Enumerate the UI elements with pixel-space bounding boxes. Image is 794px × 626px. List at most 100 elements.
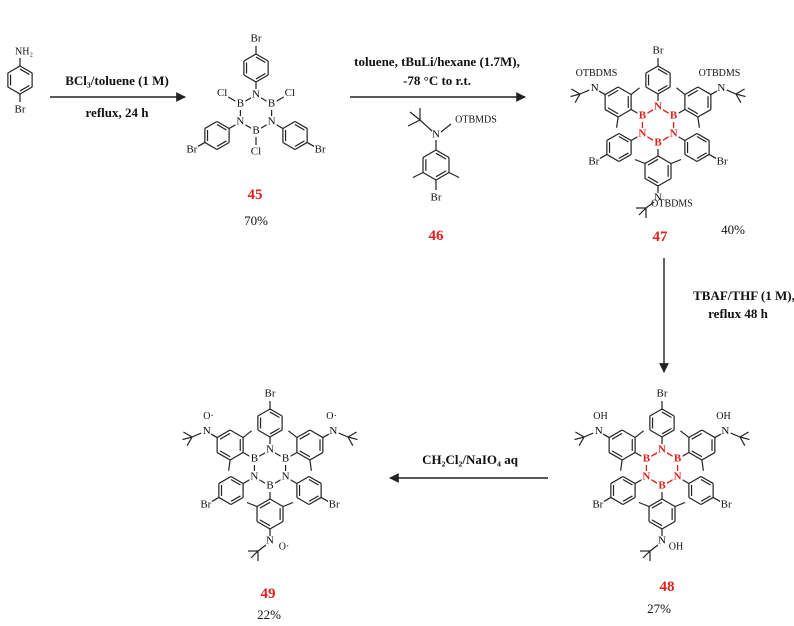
c45-core-boron-atom: B [252, 125, 259, 137]
step1-condition-1: BCl₃/toluene (1 M) [65, 73, 169, 88]
bromoaniline-nh2-label: NH₂ [15, 46, 33, 57]
c49-aryl-0-ring-bond [309, 429, 324, 439]
c48-bromophenyl-1-ring-bond [688, 475, 702, 485]
c47-bromophenyl-1-br-bond [708, 153, 717, 159]
c47-aryl-2-tbu-bond [579, 89, 590, 95]
c47-aryl-2-ring-bond [617, 86, 632, 96]
c49-bromophenyl-1-ring-bond [308, 496, 322, 505]
step2-condition-1: toluene, tBuLi/hexane (1.7M), [354, 54, 520, 69]
c47-bromophenyl-2-ring-bond [618, 132, 632, 142]
c47-aryl-1-o-substituent: OTBDMS [651, 198, 693, 209]
c49-bromophenyl-2-ring-double-bond [230, 495, 241, 502]
c47-aryl-0-ring-bond [697, 86, 712, 96]
c46-br-label: Br [431, 192, 442, 204]
c47-bromophenyl-0-br-label: Br [653, 45, 664, 57]
c47-bromophenyl-2-link [630, 135, 639, 142]
c45-core-atom-bg [251, 89, 261, 101]
c49-aryl-0-amine-n: N [329, 425, 337, 437]
c48-aryl-1-o-substituent: OH [669, 541, 683, 552]
c48-bromophenyl-1-ring-bond [700, 475, 714, 484]
c45-cl-label: Cl [285, 87, 295, 99]
c46-tbu-me [407, 119, 421, 127]
c45-bromophenyl-1-ring-double-bond [294, 140, 305, 147]
c48-bromophenyl-1-br-label: Br [721, 498, 732, 510]
c48-aryl-1-tbu-bond [649, 544, 659, 552]
c48-core-nitrogen-atom: N [674, 471, 682, 483]
c49-bromophenyl-1-ring-bond [296, 496, 310, 505]
c49-bromophenyl-2-ring-bond [218, 496, 232, 505]
c48-aryl-1-ring-bond [661, 498, 676, 508]
c48-aryl-2-n-bond [602, 433, 610, 439]
c49-aryl-2-ring-bond [216, 452, 231, 461]
c49-aryl-0-ring-bond [296, 451, 311, 461]
c48-core-atom-bg [641, 471, 652, 483]
c47-bromophenyl-2-br-bond [599, 153, 608, 159]
c48-aryl-1-tbu-me [642, 550, 651, 559]
c48-aryl-1-ring-double-bond [651, 501, 663, 509]
c49-aryl-1-ring-bond [256, 498, 271, 508]
c48-bromophenyl-0-ring-double-bond [661, 411, 672, 419]
c48-bromophenyl-1-ring-double-bond [700, 479, 711, 486]
c48-aryl-0-ring-bond [701, 452, 716, 461]
c47-bromophenyl-1-ring-bond [696, 153, 710, 162]
c46-n-label: N [432, 129, 440, 141]
compound-yield-45: 70% [244, 213, 268, 228]
c49-aryl-2-o-substituent: O· [203, 411, 214, 422]
c47-core-atom-bg [637, 128, 648, 140]
c49-core-atom-bg [249, 471, 260, 483]
c48-aryl-0-link [681, 451, 690, 458]
c48-bromophenyl-2-link [634, 478, 643, 485]
c48-aryl-0-ring-double-bond [691, 450, 703, 458]
c46-tbu-bond [419, 119, 433, 132]
compound-yield-49: 22% [257, 607, 281, 622]
c49-aryl-0-n-bond [322, 433, 330, 439]
c47-core-atom-bg [653, 137, 663, 149]
c49-bromophenyl-2-ring-double-bond [230, 479, 241, 486]
c47-aryl-0-tbu-me [735, 93, 746, 98]
c49-aryl-2-amine-n: N [203, 425, 211, 437]
c49-bromophenyl-2-ring-bond [230, 475, 244, 485]
c48-aryl-2-link [634, 451, 643, 458]
c45-core-nitrogen-atom: N [236, 116, 244, 128]
bromoaniline-ring-bond [7, 65, 21, 74]
c48-aryl-0-ring-double-bond [691, 432, 703, 440]
bromoaniline-ring-bond [7, 86, 21, 95]
c47-aryl-2-methyl [616, 117, 619, 128]
c49-aryl-1-ring-bond [269, 520, 284, 530]
c48-aryl-1-ring-bond [648, 498, 663, 508]
c48-core-nitrogen-atom: N [642, 471, 650, 483]
c47-core-atom-bg [668, 128, 679, 140]
c49-aryl-2-tbu-me [182, 436, 193, 441]
c47-bromophenyl-2-ring-double-bond [618, 136, 629, 143]
c47-bromophenyl-2-br-label: Br [588, 155, 599, 167]
bromoaniline-ring-double-bond [19, 68, 30, 76]
c45-bromophenyl-0-ring-bond [255, 53, 269, 62]
c49-aryl-0-tbu-me [347, 436, 354, 446]
c49-aryl-2-methyl [242, 430, 252, 438]
c48-aryl-2-tbu-me [575, 431, 585, 438]
c49-aryl-2-link [242, 451, 251, 458]
c47-bromophenyl-1-ring-bond [684, 153, 698, 162]
c47-aryl-0-ring-double-bond [687, 107, 699, 115]
c45-cl-label: Cl [217, 87, 227, 99]
c47-aryl-0-tbu-me [735, 93, 742, 103]
c45-bromophenyl-0-br-label: Br [251, 33, 262, 45]
c47-core-nitrogen-atom: N [670, 128, 678, 140]
c48-aryl-1-ring-bond [661, 520, 676, 530]
c48-core-boron-atom: B [643, 453, 651, 465]
c49-aryl-0-ring-double-bond [299, 450, 311, 458]
c48-aryl-2-ring-bond [608, 452, 623, 461]
c46-ring-bond [422, 149, 437, 159]
c48-aryl-0-ring-bond [688, 429, 703, 439]
c48-aryl-0-amine-n: N [721, 425, 729, 437]
bromoaniline-ring-bond [19, 65, 33, 74]
c48-aryl-1-amine-n: N [658, 535, 666, 547]
c49-aryl-2-ring-bond [216, 429, 231, 439]
c48-aryl-0-ring-bond [688, 451, 703, 461]
c45-bromophenyl-2-ring-bond [204, 141, 218, 150]
c48-aryl-0-ring-bond [701, 429, 716, 439]
c45-bromophenyl-1-ring-double-bond [294, 124, 305, 131]
c47-aryl-0-ring-bond [684, 86, 699, 96]
c47-aryl-2-n-bond [598, 90, 606, 96]
c48-aryl-1-ring-double-bond [651, 519, 663, 527]
